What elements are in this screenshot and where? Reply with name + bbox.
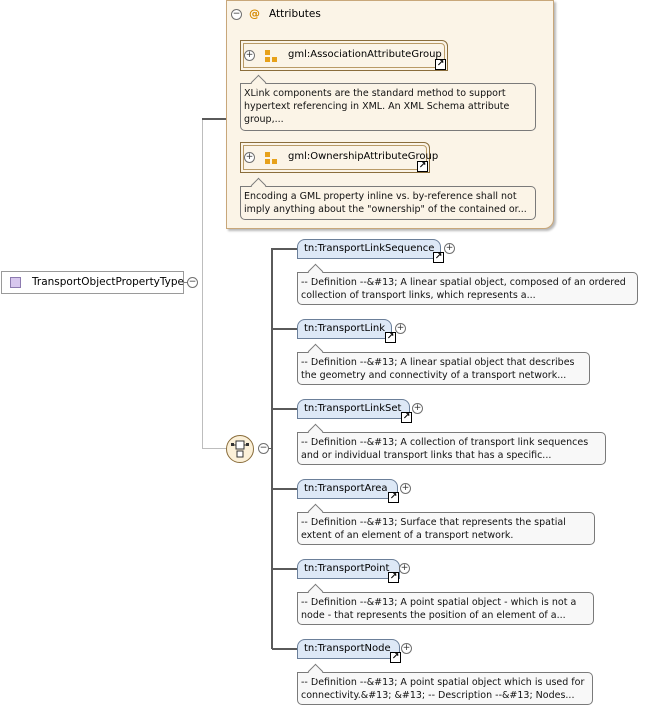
element-transport-link[interactable]: tn:TransportLink (297, 319, 392, 339)
link-arrow-icon[interactable]: ↗ (433, 252, 444, 263)
link-arrow-icon[interactable]: ↗ (435, 59, 446, 70)
attributes-panel: − @ Attributes + gml:AssociationAttribut… (226, 0, 554, 229)
sequence-icon (231, 440, 249, 458)
root-type-label: TransportObjectPropertyType (32, 276, 185, 288)
attribute-group-label: gml:OwnershipAttributeGroup (288, 151, 439, 162)
element-expand-toggle[interactable]: + (444, 243, 455, 254)
sequence-compositor[interactable] (226, 435, 254, 463)
element-doc: -- Definition --&#13; A collection of tr… (297, 423, 606, 465)
link-arrow-icon[interactable]: ↗ (388, 572, 399, 583)
element-expand-toggle[interactable]: + (400, 483, 411, 494)
attrs-connector (202, 118, 227, 120)
element-transport-link-sequence[interactable]: tn:TransportLinkSequence (297, 239, 441, 259)
attribute-group-ownership[interactable]: + gml:OwnershipAttributeGroup ↗ (240, 142, 438, 173)
attributes-title: Attributes (269, 8, 321, 20)
attribute-group-association[interactable]: + gml:AssociationAttributeGroup ↗ (240, 40, 448, 71)
element-transport-link-set[interactable]: tn:TransportLinkSet (297, 399, 410, 419)
seq-connector (202, 448, 226, 449)
link-arrow-icon[interactable]: ↗ (390, 652, 401, 663)
attribute-group-icon (265, 152, 277, 164)
attribute-group-doc: XLink components are the standard method… (240, 74, 536, 131)
el-connector-6 (272, 648, 297, 650)
link-arrow-icon[interactable]: ↗ (401, 412, 412, 423)
element-doc: -- Definition --&#13; A linear spatial o… (297, 343, 590, 385)
attribute-group-label: gml:AssociationAttributeGroup (288, 49, 442, 60)
element-transport-area[interactable]: tn:TransportArea (297, 479, 398, 499)
element-transport-node[interactable]: tn:TransportNode (297, 639, 400, 659)
attribute-group-icon (265, 50, 277, 62)
root-type-node[interactable]: TransportObjectPropertyType (1, 271, 184, 294)
element-expand-toggle[interactable]: + (412, 403, 423, 414)
attribute-at-icon: @ (249, 7, 260, 20)
element-doc: -- Definition --&#13; A point spatial ob… (297, 663, 593, 705)
el-connector-4 (272, 488, 297, 490)
el-connector-1 (272, 248, 297, 250)
element-expand-toggle[interactable]: + (395, 323, 406, 334)
element-doc: -- Definition --&#13; A linear spatial o… (297, 263, 638, 305)
content-branch-line (202, 118, 203, 448)
element-doc: -- Definition --&#13; Surface that repre… (297, 503, 595, 545)
link-arrow-icon[interactable]: ↗ (417, 161, 428, 172)
attributes-collapse-toggle[interactable]: − (231, 9, 242, 20)
attribute-group-doc: Encoding a GML property inline vs. by-re… (240, 177, 536, 220)
link-arrow-icon[interactable]: ↗ (385, 332, 396, 343)
el-connector-2 (272, 328, 297, 330)
attribute-group-expand-toggle[interactable]: + (244, 50, 255, 61)
el-connector-3 (272, 408, 297, 410)
el-connector-5 (272, 568, 297, 570)
sequence-collapse-toggle[interactable]: − (258, 443, 269, 454)
attribute-group-expand-toggle[interactable]: + (244, 152, 255, 163)
elements-trunk (271, 248, 273, 649)
complex-type-icon (10, 277, 21, 288)
element-expand-toggle[interactable]: + (399, 563, 410, 574)
root-collapse-toggle[interactable]: − (187, 277, 198, 288)
element-transport-point[interactable]: tn:TransportPoint (297, 559, 400, 579)
element-doc: -- Definition --&#13; A point spatial ob… (297, 583, 594, 625)
element-expand-toggle[interactable]: + (401, 643, 412, 654)
link-arrow-icon[interactable]: ↗ (388, 492, 399, 503)
